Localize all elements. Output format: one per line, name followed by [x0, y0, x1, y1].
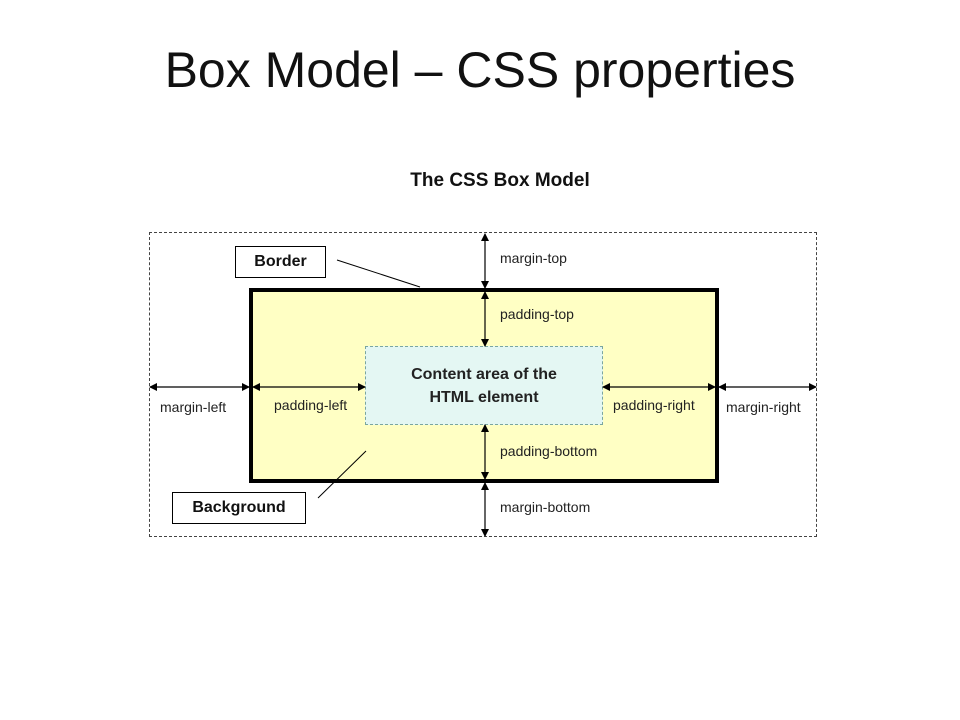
content-label-line1: Content area of the: [411, 365, 557, 383]
background-leader-line: [317, 450, 367, 499]
background-callout: Background: [172, 492, 306, 524]
slide-title: Box Model – CSS properties: [164, 42, 796, 98]
border-callout: Border: [235, 246, 326, 278]
diagram-title: The CSS Box Model: [410, 170, 590, 191]
margin-right-label: margin-right: [726, 399, 801, 415]
padding-right-label: padding-right: [613, 397, 695, 413]
padding-left-label: padding-left: [274, 397, 348, 413]
margin-left-label: margin-left: [160, 399, 227, 415]
margin-top-label: margin-top: [500, 250, 567, 266]
padding-bottom-label: padding-bottom: [500, 443, 598, 459]
border-leader-line: [336, 259, 421, 288]
margin-bottom-label: margin-bottom: [500, 499, 591, 515]
padding-top-label: padding-top: [500, 306, 574, 322]
content-label-line2: HTML element: [429, 388, 539, 406]
